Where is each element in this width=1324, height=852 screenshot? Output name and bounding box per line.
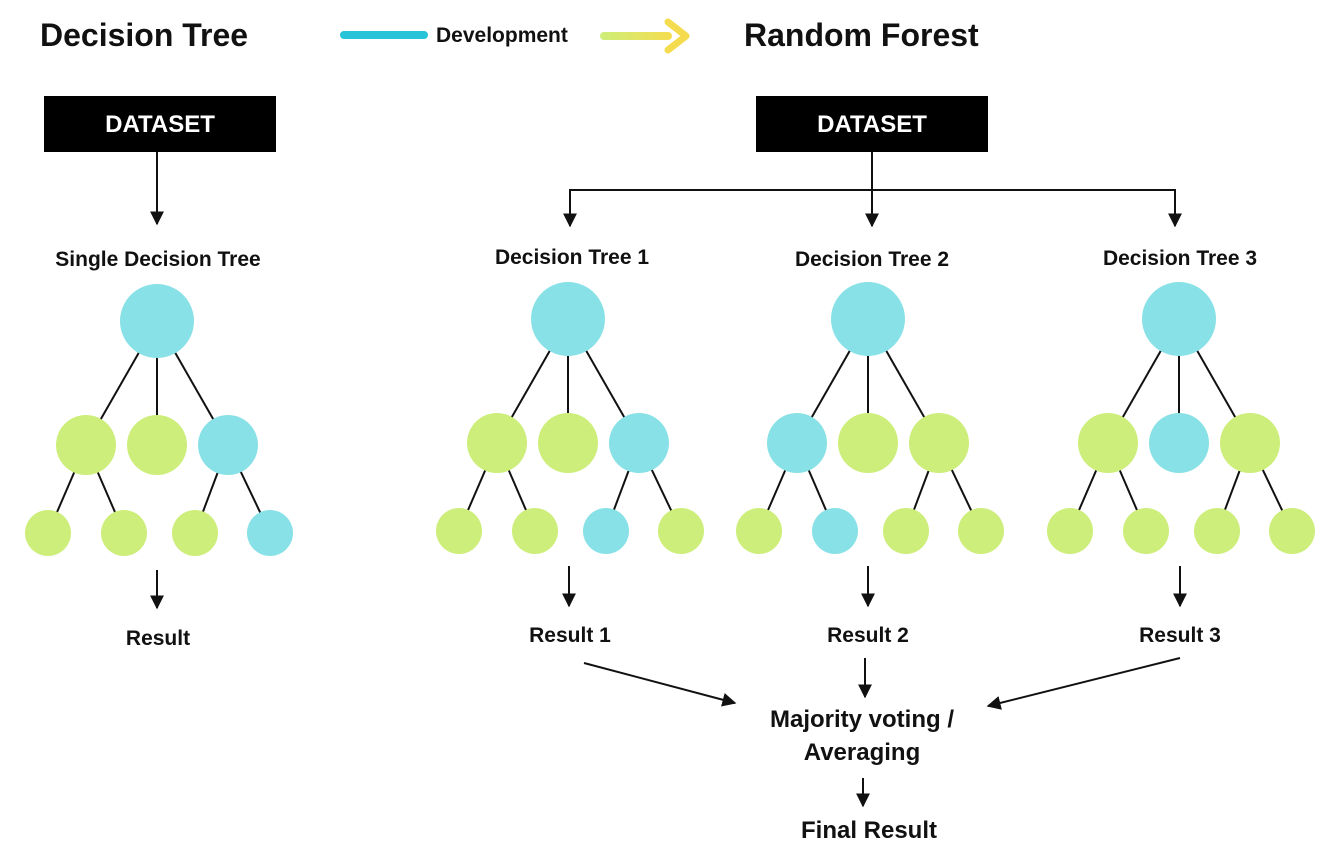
single-tree-leaf-node-3: [172, 510, 218, 556]
single-tree-edge-root-1: [99, 350, 141, 421]
forest-tree-2-edge-leaf-3: [912, 468, 931, 511]
single-tree-edge-leaf-1: [55, 469, 76, 514]
forest-tree-1-level1-node-1: [467, 413, 527, 473]
forest-tree-2-leaf-node-4: [958, 508, 1004, 554]
forest-tree-3-leaf-node-4: [1269, 508, 1315, 554]
forest-tree-2-level1-node-3: [909, 413, 969, 473]
forest-tree-1-edge-leaf-3: [612, 468, 631, 511]
forest-tree-3-edge-leaf-2: [1118, 467, 1139, 512]
development-label: Development: [436, 24, 568, 47]
forest-tree-2-edge-root-1: [810, 348, 852, 419]
single-tree-edge-leaf-2: [96, 469, 117, 514]
forest-tree-2-edge-leaf-1: [766, 467, 787, 512]
decision-tree-title: Decision Tree: [40, 17, 248, 53]
single-tree-label: Single Decision Tree: [55, 248, 260, 271]
forest-tree-3-leaf-node-1: [1047, 508, 1093, 554]
forest-tree-2-root-node: [831, 282, 905, 356]
forest-tree-2-edge-root-3: [884, 348, 926, 419]
forest-tree-1-edge-root-3: [584, 348, 626, 419]
forest-tree-2-level1-node-1: [767, 413, 827, 473]
forest-tree-3-edge-leaf-4: [1260, 467, 1284, 512]
single-tree-edge-root-3: [173, 350, 215, 421]
single-dataset-box: [44, 96, 276, 152]
forest-decision-tree-2: [736, 282, 1004, 554]
development-arrow-icon: [664, 18, 690, 54]
forest-tree-1-root-node: [531, 282, 605, 356]
single-dataset-label: DATASET: [105, 111, 215, 138]
development-gradient-bar: [600, 32, 672, 40]
forest-tree-3-edge-leaf-3: [1223, 468, 1242, 511]
final-result-label: Final Result: [801, 817, 937, 844]
forest-tree-3-edge-root-3: [1195, 348, 1237, 419]
forest-dataset-box: [756, 96, 988, 152]
single-tree-edge-leaf-4: [238, 469, 262, 514]
forest-tree-1-edge-leaf-4: [649, 467, 673, 512]
forest-tree-3-label: Decision Tree 3: [1103, 247, 1257, 270]
vote-arrow-1: [583, 662, 737, 707]
forest-tree-2-edge-leaf-2: [807, 467, 828, 512]
single-tree-level1-node-3: [198, 415, 258, 475]
forest-tree-1-label: Decision Tree 1: [495, 246, 649, 269]
forest-tree-3-leaf-node-2: [1123, 508, 1169, 554]
vote-arrow-3: [986, 657, 1181, 710]
single-decision-tree: [25, 284, 293, 556]
forest-tree-3-level1-node-2: [1149, 413, 1209, 473]
forest-tree-1-edge-leaf-2: [507, 467, 528, 512]
forest-tree-2-leaf-node-3: [883, 508, 929, 554]
forest-tree-3-root-node: [1142, 282, 1216, 356]
forest-result-1-label: Result 1: [529, 624, 611, 647]
forest-tree-1-leaf-node-4: [658, 508, 704, 554]
forest-tree-2-leaf-node-2: [812, 508, 858, 554]
forest-tree-1-level1-node-2: [538, 413, 598, 473]
forest-tree-3-edge-leaf-1: [1077, 467, 1098, 512]
forest-tree-1-leaf-node-2: [512, 508, 558, 554]
forest-dataset-label: DATASET: [817, 111, 927, 138]
single-tree-level1-node-1: [56, 415, 116, 475]
single-tree-level1-node-2: [127, 415, 187, 475]
forest-tree-1-edge-leaf-1: [466, 467, 487, 512]
single-tree-leaf-node-4: [247, 510, 293, 556]
forest-result-3-label: Result 3: [1139, 624, 1221, 647]
forest-result-2-label: Result 2: [827, 624, 909, 647]
forest-decision-tree-3: [1047, 282, 1315, 554]
forest-tree-3-level1-node-1: [1078, 413, 1138, 473]
single-tree-edge-leaf-3: [201, 470, 220, 513]
forest-tree-3-leaf-node-3: [1194, 508, 1240, 554]
single-tree-root-node: [120, 284, 194, 358]
single-tree-leaf-node-1: [25, 510, 71, 556]
forest-tree-2-edge-leaf-4: [949, 467, 973, 512]
forest-tree-3-edge-root-1: [1121, 348, 1163, 419]
forest-tree-2-leaf-node-1: [736, 508, 782, 554]
single-result-label: Result: [126, 627, 190, 650]
aggregation-label-line2: Averaging: [804, 739, 920, 766]
forest-tree-1-level1-node-3: [609, 413, 669, 473]
random-forest-title: Random Forest: [744, 17, 979, 53]
forest-decision-tree-1: [436, 282, 704, 554]
forest-tree-1-leaf-node-3: [583, 508, 629, 554]
forest-tree-2-level1-node-2: [838, 413, 898, 473]
single-tree-leaf-node-2: [101, 510, 147, 556]
forest-tree-1-edge-root-1: [510, 348, 552, 419]
forest-tree-3-level1-node-3: [1220, 413, 1280, 473]
aggregation-label-line1: Majority voting /: [770, 706, 954, 733]
forest-tree-1-leaf-node-1: [436, 508, 482, 554]
forest-tree-2-label: Decision Tree 2: [795, 248, 949, 271]
development-bar: [340, 31, 428, 39]
